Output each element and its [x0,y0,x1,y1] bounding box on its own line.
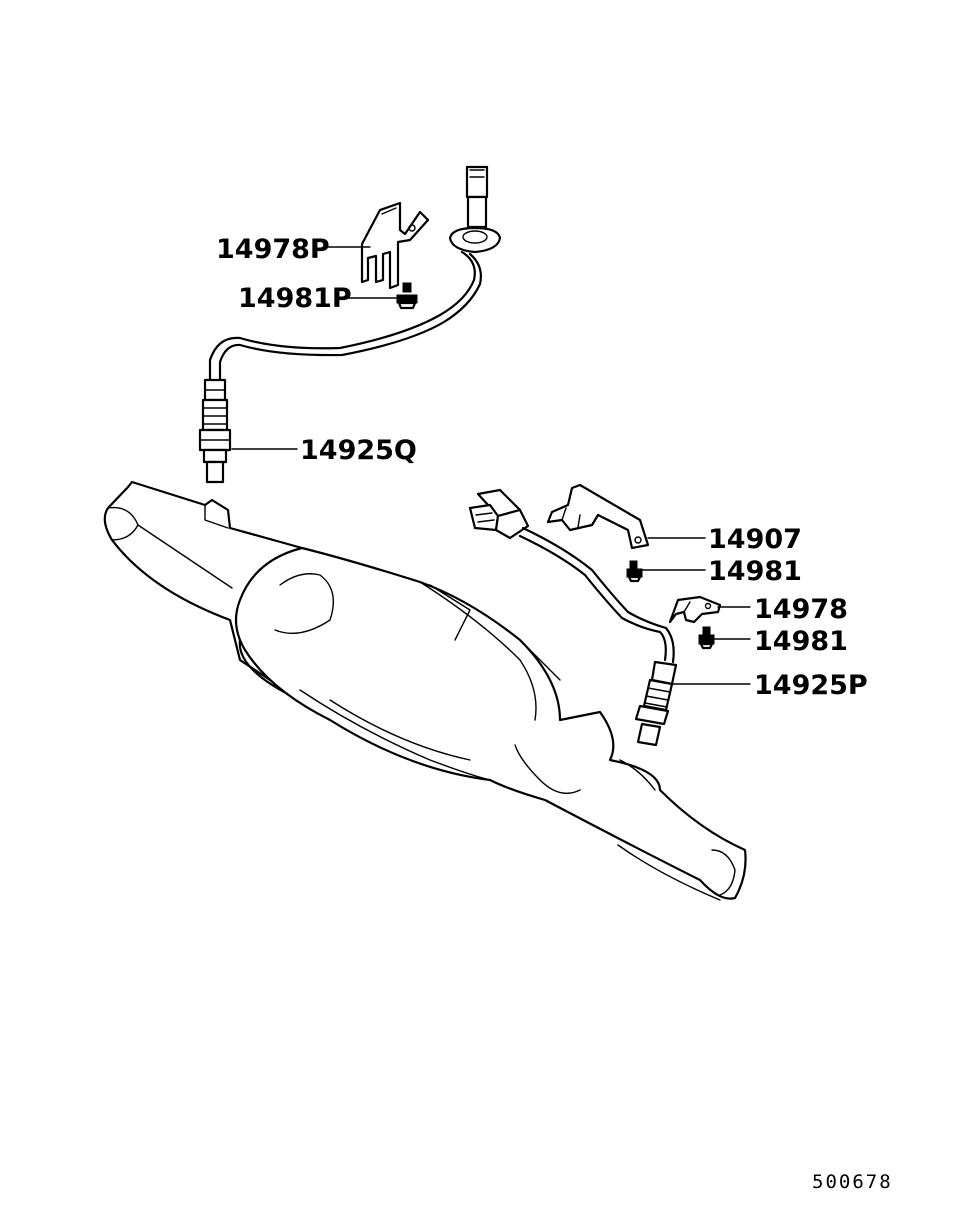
label-bolt-lower-2: 14981 [754,626,848,657]
lower-large-bracket-part [546,483,650,550]
label-bolt-upper: 14981P [238,283,352,314]
label-bracket-lower-large: 14907 [708,524,802,555]
upper-bracket-part [360,201,430,290]
lower-small-bracket-part [668,595,722,624]
leader-lines [231,246,751,685]
label-sensor-lower: 14925P [754,670,868,701]
label-bracket-upper: 14978P [216,234,330,265]
upper-bolt-part [396,282,418,310]
label-bracket-lower-small: 14978 [754,594,848,625]
label-bolt-lower-1: 14981 [708,556,802,587]
lower-bolt-2-part [698,626,715,650]
catalytic-converter-exhaust [103,480,747,901]
diagram-reference-number: 500678 [812,1171,893,1193]
lower-oxygen-sensor-harness [468,488,678,747]
lower-bolt-1-part [626,560,643,583]
label-sensor-upper: 14925Q [300,435,417,466]
upper-oxygen-sensor-harness [198,165,502,484]
